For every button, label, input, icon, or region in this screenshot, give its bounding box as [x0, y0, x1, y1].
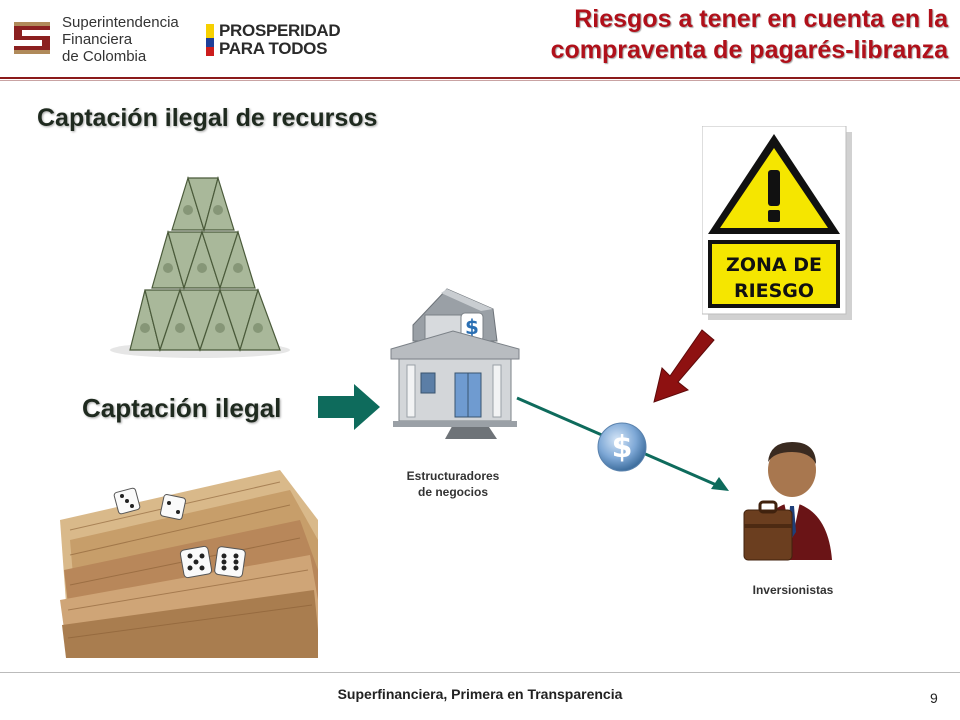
- campaign-logo: PROSPERIDAD PARA TODOS: [219, 21, 341, 58]
- header-divider: [0, 77, 960, 79]
- campaign-line2: PARA TODOS: [219, 39, 328, 58]
- org-name-line1: Superintendencia: [62, 14, 179, 31]
- header-divider-shadow: [0, 80, 960, 81]
- org-name-line3: de Colombia: [62, 48, 147, 65]
- money-dice-image: [50, 460, 320, 658]
- investors-label: Inversionistas: [752, 583, 834, 597]
- structurers-label-line1: Estructuradores: [406, 469, 500, 483]
- dollar-symbol: $: [612, 430, 633, 465]
- risk-zone-text: ZONA DE RIESGO: [712, 252, 836, 304]
- teal-arrow-icon: [318, 384, 380, 430]
- sfc-logo-icon: [8, 14, 56, 62]
- red-down-arrow-icon: [650, 328, 716, 404]
- page-title-line1: Riesgos a tener en cuenta en la: [574, 5, 948, 33]
- svg-text:$: $: [465, 315, 479, 339]
- illegal-capture-label: Captación ilegal: [82, 393, 282, 423]
- risk-zone-sign: ZONA DE RIESGO: [701, 125, 852, 320]
- org-name: Superintendencia Financiera de Colombia: [62, 14, 179, 65]
- dollar-coin-icon: $: [596, 421, 648, 473]
- money-pyramid-image: [90, 160, 300, 360]
- risk-zone-line1: ZONA DE: [726, 254, 822, 276]
- section-title: Captación ilegal de recursos: [37, 104, 378, 132]
- sfc-logo: [8, 14, 56, 62]
- structurers-label: Estructuradores de negocios: [383, 468, 523, 500]
- org-name-line2: Financiera: [62, 31, 133, 48]
- page-title: Riesgos a tener en cuenta en la comprave…: [551, 4, 948, 66]
- footer-divider: [0, 672, 960, 673]
- page-number: 9: [930, 690, 938, 706]
- campaign-line1: PROSPERIDAD: [219, 21, 341, 40]
- dice-icon: [113, 487, 246, 579]
- page-title-line2: compraventa de pagarés-libranza: [550, 36, 948, 64]
- footer-tagline: Superfinanciera, Primera en Transparenci…: [337, 686, 623, 702]
- structurers-label-line2: de negocios: [417, 485, 488, 499]
- campaign-flag-icon: [206, 24, 214, 56]
- bank-building-icon: $: [385, 285, 525, 445]
- risk-zone-line2: RIESGO: [733, 280, 815, 302]
- investor-person-icon: [740, 440, 840, 564]
